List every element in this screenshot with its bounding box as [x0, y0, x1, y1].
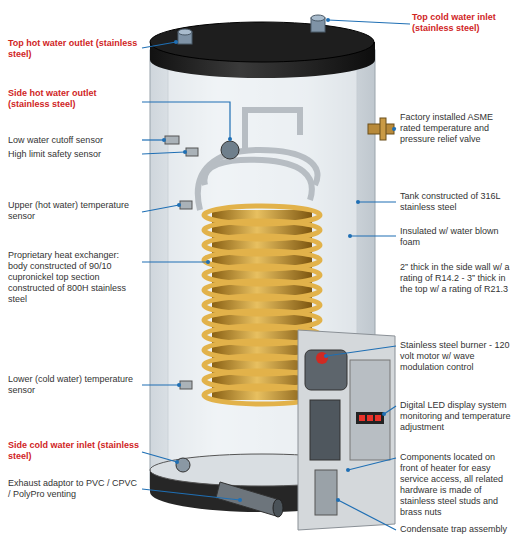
part-label: Factory installed ASME rated temperature…: [400, 112, 512, 145]
part-label: Condensate trap assembly: [400, 524, 512, 535]
led-digit: [359, 415, 365, 421]
relief-valve-body: [380, 118, 386, 140]
burner-part: [316, 352, 328, 364]
inner-tank: [168, 70, 357, 475]
connection-label: Side cold water inlet (stainless steel): [8, 440, 140, 462]
hot-outlet-top: [178, 29, 192, 35]
gas-valve: [310, 400, 340, 460]
steel-coil: [198, 110, 318, 210]
control-board: [350, 360, 390, 460]
lower-sensor: [180, 381, 192, 389]
leader-lines: [142, 20, 410, 530]
part-label: 2” thick in the side wall w/ a rating of…: [400, 262, 512, 295]
cold-inlet-top: [311, 15, 325, 21]
burner-housing: [298, 330, 395, 530]
limit-sensor: [186, 148, 198, 156]
part-label: High limit safety sensor: [8, 149, 140, 160]
part-label: Tank constructed of 316L stainless steel: [400, 191, 512, 213]
connection-label: Side hot water outlet (stainless steel): [8, 88, 140, 110]
part-label: Low water cutoff sensor: [8, 135, 140, 146]
led-digit: [375, 415, 381, 421]
condensate-trap: [315, 470, 337, 515]
part-label: Digital LED display system monitoring an…: [400, 400, 512, 433]
part-label: Insulated w/ water blown foam: [400, 226, 512, 248]
leader-dots: [162, 18, 396, 502]
side-cold-inlet: [176, 458, 190, 472]
burner-motor: [305, 350, 347, 390]
connection-label: Top cold water inlet (stainless steel): [412, 12, 512, 34]
part-label: Components located on front of heater fo…: [400, 452, 512, 518]
part-label: Upper (hot water) temperature sensor: [8, 200, 140, 222]
cutoff-sensor: [165, 136, 179, 144]
upper-sensor: [180, 201, 192, 209]
led-digit: [367, 415, 373, 421]
part-label: Stainless steel burner - 120 volt motor …: [400, 340, 512, 373]
side-hot-outlet: [221, 141, 239, 159]
connection-label: Top hot water outlet (stainless steel): [8, 38, 140, 60]
top-cap: [150, 22, 374, 62]
exhaust-pipe: [216, 482, 280, 516]
led-display: [356, 412, 384, 424]
part-label: Proprietary heat exchanger: body constru…: [8, 250, 140, 305]
part-label: Lower (cold water) temperature sensor: [8, 374, 140, 396]
part-label: Exhaust adaptor to PVC / CPVC / PolyPro …: [8, 478, 140, 500]
exhaust-end: [273, 499, 283, 517]
